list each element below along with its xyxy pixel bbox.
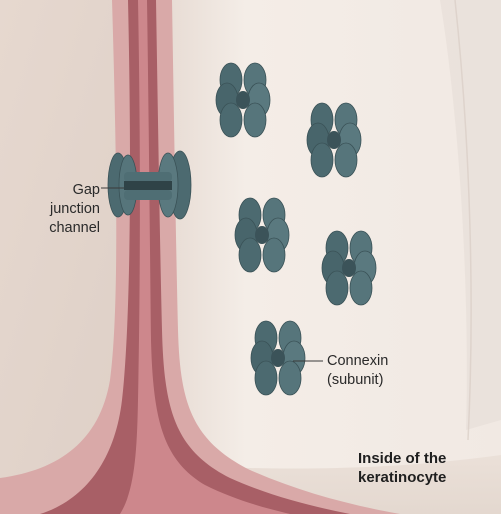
- gap-junction-label-line2: junction: [30, 200, 100, 219]
- gap-junction-label-line3: channel: [30, 219, 100, 238]
- inside-label-line1: Inside of the: [358, 449, 498, 468]
- inside-label-line2: keratinocyte: [358, 468, 498, 487]
- gap-junction-label-line1: Gap: [30, 181, 100, 200]
- connexin-label: Connexin (subunit): [327, 352, 457, 390]
- connexin-label-line1: Connexin: [327, 352, 457, 371]
- inside-keratinocyte-label: Inside of the keratinocyte: [358, 449, 498, 487]
- connexin-label-line2: (subunit): [327, 371, 457, 390]
- gap-junction-label: Gap junction channel: [30, 181, 100, 238]
